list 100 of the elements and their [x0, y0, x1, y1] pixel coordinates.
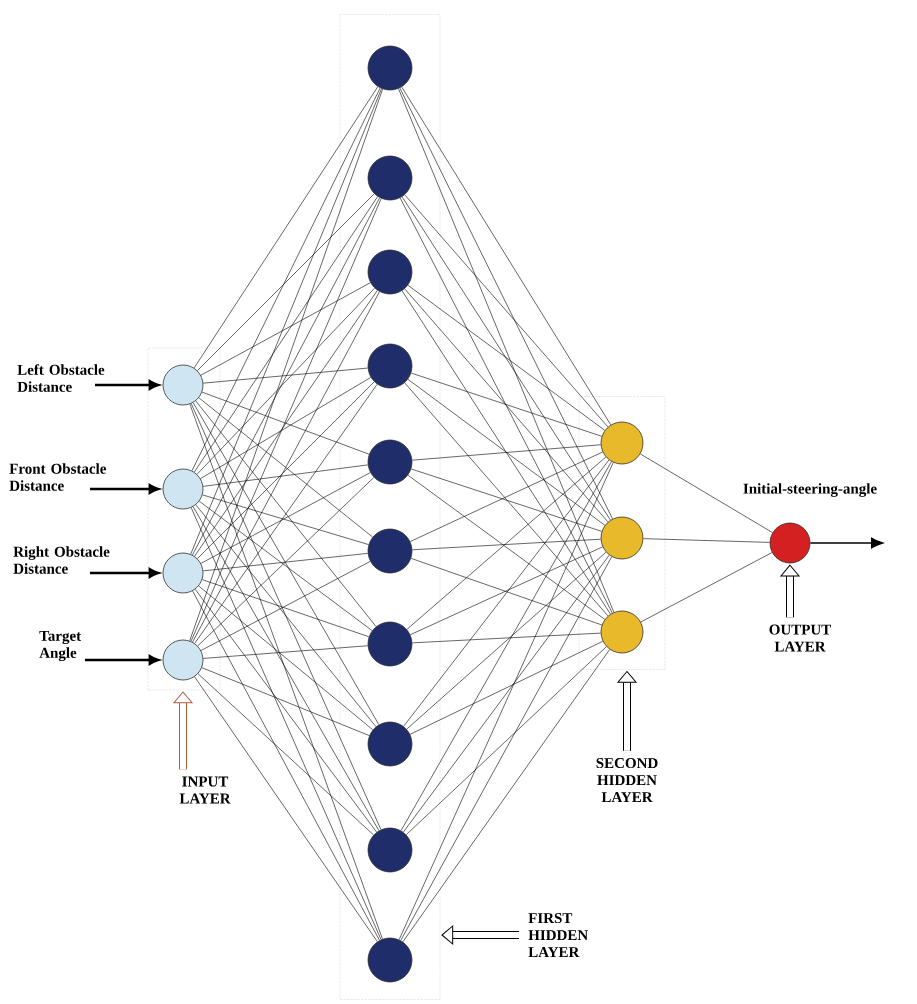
neuron-circle [367, 343, 413, 389]
neuron-circle [162, 364, 204, 406]
connection-line [189, 88, 383, 642]
connection-line [410, 558, 603, 626]
connection-line [401, 290, 611, 615]
layer-label: OUTPUT LAYER [769, 624, 831, 652]
connection-line [202, 464, 369, 487]
connection-line [192, 291, 380, 643]
connection-line [189, 403, 383, 940]
neuron-circle [600, 516, 644, 560]
layer-box [147, 347, 221, 691]
connection-line [200, 377, 372, 479]
layer-label: INPUT LAYER [179, 776, 231, 804]
connection-line [190, 198, 382, 642]
neuron-circle [600, 610, 644, 654]
layer-label: FIRST HIDDEN LAYER [528, 913, 588, 957]
connection-line [643, 538, 770, 543]
connection-line [399, 87, 613, 520]
connection-line [401, 86, 612, 426]
neuron-circle [162, 639, 204, 681]
output-arrow [809, 537, 884, 549]
connection-line [194, 290, 378, 557]
connection-line [400, 556, 612, 941]
connection-line [203, 367, 368, 384]
neuron-circle [367, 528, 413, 574]
connection-line [199, 500, 373, 631]
layer-box [339, 14, 441, 1000]
connection-line [403, 459, 610, 727]
connection-line [190, 507, 382, 940]
connection-line [407, 285, 606, 431]
connection-line [201, 667, 370, 736]
connection-line [198, 585, 374, 731]
connection-line [407, 474, 606, 620]
connection-line [409, 641, 604, 735]
hollow-arrow [441, 925, 519, 945]
input-arrow [90, 568, 160, 578]
connection-line [406, 646, 607, 835]
connection-line [192, 402, 380, 725]
connection-line [404, 288, 609, 523]
connection-line [401, 196, 611, 521]
connection-line [200, 472, 371, 564]
connection-line [201, 391, 370, 455]
hollow-arrow [780, 564, 800, 618]
connection-line [197, 477, 375, 647]
connection-line [191, 87, 381, 471]
connection-line [194, 196, 378, 473]
connection-line [200, 282, 371, 376]
input-arrow [85, 655, 160, 665]
connection-line [406, 551, 607, 730]
connection-line [640, 552, 773, 623]
connection-line [410, 546, 603, 635]
neuron-circle [769, 522, 811, 564]
neuron-circle [367, 621, 413, 667]
connection-line [404, 194, 609, 428]
input-arrow [90, 484, 160, 494]
connection-line [412, 632, 601, 644]
neuron-circle [367, 155, 413, 201]
connection-line [400, 461, 612, 831]
connection-line [402, 649, 610, 942]
connection-line [398, 88, 615, 613]
connection-line [640, 453, 773, 533]
input-arrow [95, 380, 160, 390]
input-label: Right Obstacle Distance [13, 546, 110, 574]
connection-line [198, 397, 373, 538]
layer-label: SECOND HIDDEN LAYER [596, 758, 658, 802]
connection-line [193, 86, 379, 369]
connection-line [412, 444, 601, 461]
connection-line [202, 494, 369, 545]
hollow-arrow [173, 691, 193, 770]
input-label: Left Obstacle Distance [17, 364, 105, 392]
connection-line [203, 645, 368, 659]
connection-line [196, 287, 375, 475]
connection-line [410, 451, 603, 542]
connection-line [191, 403, 382, 830]
neuron-circle [367, 827, 413, 873]
connection-line [192, 197, 380, 556]
neuron-circle [600, 421, 644, 465]
connection-line [403, 554, 610, 833]
neuron-circle [162, 552, 204, 594]
connection-line [192, 506, 380, 831]
connection-line [406, 456, 607, 630]
connection-line [195, 504, 377, 727]
connection-line [197, 193, 375, 371]
connection-line [202, 579, 370, 638]
input-label: Target Angle [39, 630, 82, 662]
neuron-circle [367, 249, 413, 295]
neuron-circle [367, 439, 413, 485]
connection-line [194, 676, 378, 942]
input-label: Front Obstacle Distance [9, 463, 107, 491]
connection-line [407, 379, 606, 526]
neuron-circle [367, 937, 413, 983]
connection-line [412, 538, 601, 551]
connection-line [411, 468, 602, 532]
connection-line [200, 561, 371, 651]
connection-line [399, 197, 613, 614]
neuron-circle [367, 45, 413, 91]
hollow-arrow [617, 671, 637, 751]
neuron-circle [162, 468, 204, 510]
connection-line [410, 372, 602, 437]
layer-box [578, 396, 666, 670]
